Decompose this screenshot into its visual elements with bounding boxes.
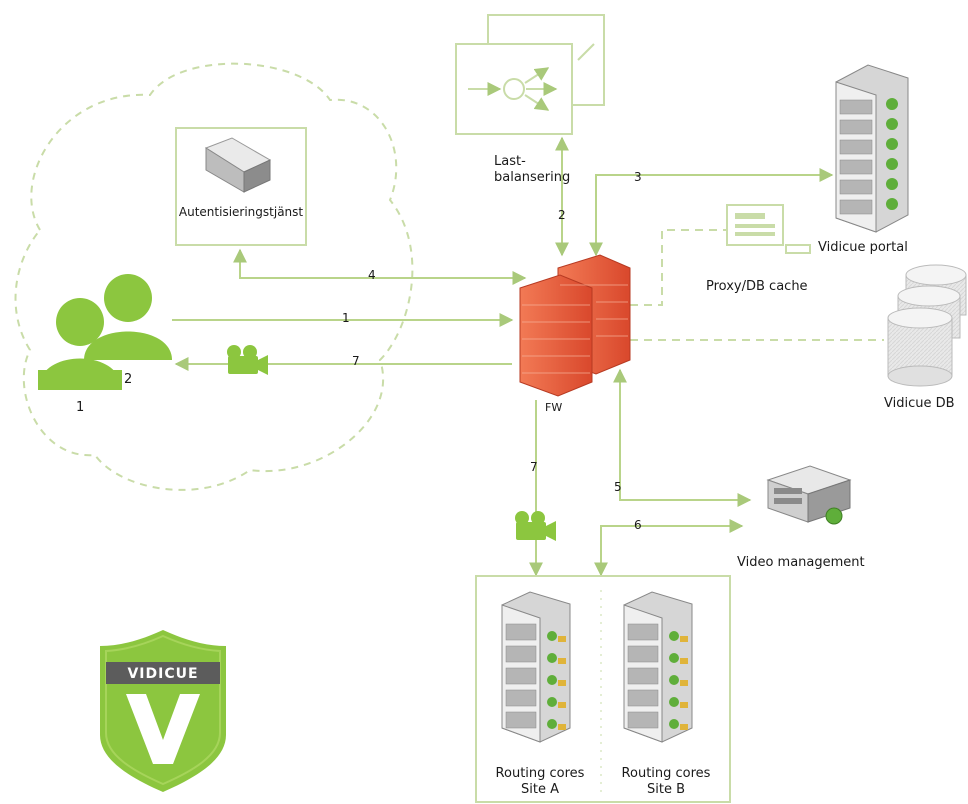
connection-5-label: 5 [614, 480, 622, 494]
vidicue-db-label: Vidicue DB [884, 396, 955, 411]
firewall-icon [519, 254, 631, 397]
connection-4-label: 4 [368, 268, 376, 282]
proxy-cache-icon [726, 204, 811, 254]
portal-server-icon [835, 64, 909, 233]
camera-icon-routing [515, 511, 556, 541]
connection-7-users-label: 7 [352, 354, 360, 368]
load-balancer-label-line1: Last- [494, 154, 526, 169]
connection-6-label: 6 [634, 518, 642, 532]
connections [172, 136, 834, 577]
connection-5-line [613, 368, 752, 507]
connection-2-label: 2 [558, 208, 566, 222]
users-label-2: 2 [124, 372, 133, 387]
link-proxy-dashed [630, 229, 726, 306]
users-icon [38, 274, 172, 390]
auth-server-icon [204, 137, 272, 193]
auth-service [175, 127, 307, 246]
auth-service-label: Autentisieringstjänst [176, 204, 306, 220]
load-balancer-icon [455, 14, 605, 135]
users-label-1: 1 [76, 400, 85, 415]
database-icon [887, 264, 967, 387]
routing-site-a-label-line2: Site A [521, 782, 559, 797]
user-zone-cloud [14, 62, 414, 491]
routing-site-a-label-line1: Routing cores [495, 766, 585, 781]
logo-text: VIDICUE [127, 666, 198, 682]
camera-icon-users [227, 345, 268, 375]
routing-site-a-label: Routing cores Site A [478, 766, 602, 798]
load-balancer-label-line2: balansering [494, 170, 571, 185]
routing-site-b-label-line2: Site B [646, 782, 685, 797]
connection-3-label: 3 [634, 170, 642, 184]
auth-service-label-line1: Autentisieringstjänst [178, 205, 304, 219]
vidicue-portal-label: Vidicue portal [818, 240, 908, 255]
proxy-db-cache-label: Proxy/DB cache [706, 279, 808, 294]
connection-3-line [589, 168, 834, 257]
connection-6-line [594, 519, 744, 577]
routing-site-b-label: Routing cores Site B [604, 766, 728, 798]
dashed-links [630, 229, 884, 341]
firewall-label: FW [545, 401, 563, 414]
connection-1-label: 1 [342, 311, 350, 325]
video-management-label: Video management [737, 555, 865, 570]
load-balancer-label: Last- balansering [494, 154, 570, 186]
vidicue-logo: VIDICUE [100, 630, 226, 792]
routing-site-b-label-line1: Routing cores [621, 766, 711, 781]
routing-rack-site-b-icon [623, 591, 693, 743]
routing-rack-site-a-icon [501, 591, 571, 743]
connection-7-routing-label: 7 [530, 460, 538, 474]
connection-4-line [233, 248, 527, 285]
video-management-server-icon [766, 465, 852, 525]
